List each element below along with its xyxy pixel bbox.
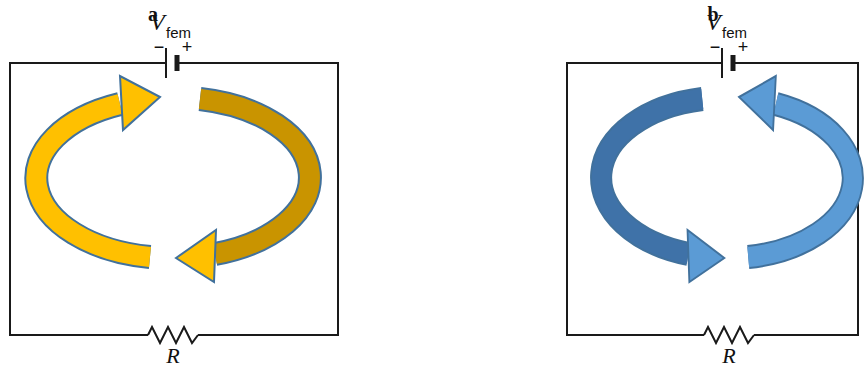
resistor-label: R (166, 345, 179, 367)
battery-plate (175, 55, 180, 71)
arrow-head (739, 76, 776, 130)
wire (567, 63, 722, 335)
wire (178, 63, 338, 335)
current-arrows (601, 76, 853, 282)
arrow-head (176, 230, 216, 282)
wire (734, 63, 858, 335)
resistor-label: R (722, 345, 735, 367)
arrow-band (748, 104, 853, 257)
arrow-head (120, 76, 160, 130)
terminal-sign: − (154, 38, 165, 56)
terminal-sign: − (710, 38, 721, 56)
battery-plate (721, 48, 723, 78)
arrow-head (688, 230, 725, 282)
wire (10, 63, 166, 335)
resistor-symbol (704, 327, 754, 343)
emf-symbol: V (706, 10, 721, 34)
circuit-wires (567, 63, 858, 343)
arrow-outline (748, 104, 853, 257)
terminal-sign: + (182, 38, 193, 56)
resistor-symbol (148, 327, 198, 343)
circuit-wires (10, 63, 338, 343)
arrow-band (36, 104, 150, 257)
current-arrows (36, 76, 310, 282)
arrow-outline (36, 104, 150, 257)
emf-symbol: V (150, 10, 165, 34)
battery-plate (731, 55, 736, 71)
battery-plate (165, 48, 167, 78)
terminal-sign: + (738, 38, 749, 56)
